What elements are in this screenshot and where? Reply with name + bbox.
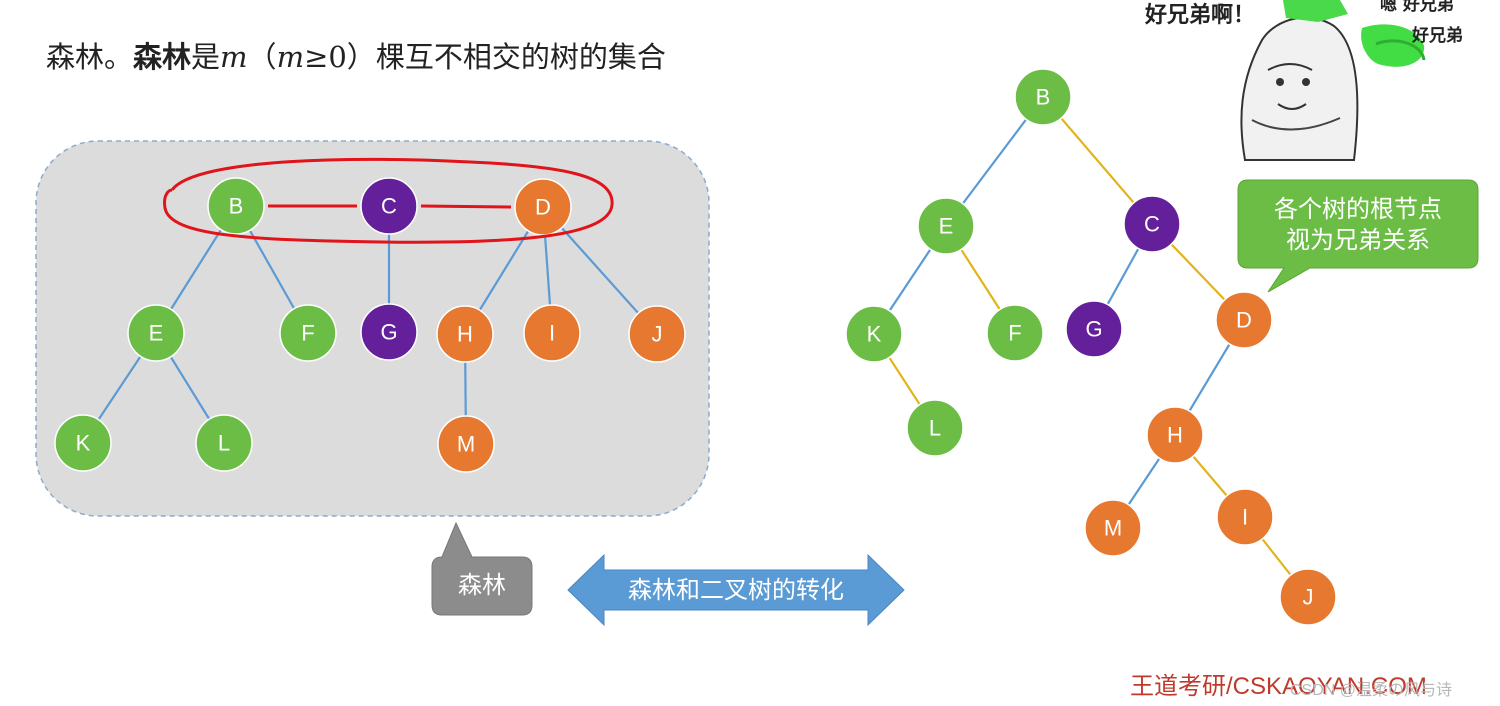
bt-node-circle: [1084, 499, 1142, 557]
forest-node-g: G: [360, 303, 418, 361]
siblings-callout-line2: 视为兄弟关系: [1286, 226, 1430, 254]
forest-node-circle: [437, 415, 495, 473]
bt-node-m: M: [1084, 499, 1142, 557]
bt-node-label: F: [1008, 321, 1021, 346]
forest-node-d: D: [514, 178, 572, 236]
forest-node-circle: [195, 414, 253, 472]
heading-term: 森林: [133, 40, 192, 74]
heading-m: m: [220, 40, 248, 74]
bt-node-c: C: [1123, 195, 1181, 253]
bt-node-label: I: [1242, 505, 1248, 530]
forest-node-label: L: [218, 431, 230, 456]
bt-node-label: C: [1144, 212, 1160, 237]
bt-node-circle: [845, 305, 903, 363]
bt-node-label: D: [1236, 308, 1252, 333]
bt-node-label: K: [867, 322, 882, 347]
bt-node-circle: [917, 197, 975, 255]
heading-prefix: 森林。: [46, 40, 134, 74]
bt-node-circle: [986, 304, 1044, 362]
bt-node-l: L: [906, 399, 964, 457]
heading-suffix: 棵互不相交的树的集合: [375, 40, 666, 74]
forest-node-h: H: [436, 305, 494, 363]
forest-root-links: [268, 204, 512, 209]
forest-node-label: M: [457, 432, 475, 457]
forest-node-e: E: [127, 304, 185, 362]
forest-node-label: H: [457, 322, 473, 347]
meme-reply1: 嗯 好兄弟: [1380, 0, 1454, 15]
forest-node-j: J: [628, 305, 686, 363]
forest-node-circle: [436, 305, 494, 363]
meme-image: 好兄弟啊！ 嗯 好兄弟 好兄弟: [1138, 0, 1500, 161]
bt-node-circle: [1146, 406, 1204, 464]
forest-node-c: C: [360, 177, 418, 235]
binary-tree-nodes: B E C K F G D L H M I J: [845, 68, 1337, 626]
bt-node-b: B: [1014, 68, 1072, 126]
forest-node-label: G: [380, 320, 397, 345]
forest-node-circle: [54, 414, 112, 472]
forest-node-i: I: [523, 304, 581, 362]
bt-node-circle: [1123, 195, 1181, 253]
siblings-callout-line1: 各个树的根节点: [1274, 195, 1442, 223]
forest-node-k: K: [54, 414, 112, 472]
heading-is: 是: [191, 40, 221, 74]
meme-reply2: 好兄弟: [1411, 25, 1463, 46]
meme-shout: 好兄弟啊！: [1144, 2, 1255, 28]
forest-node-label: J: [652, 322, 663, 347]
bt-node-label: L: [929, 416, 941, 441]
bt-node-e: E: [917, 197, 975, 255]
bt-node-j: J: [1279, 568, 1337, 626]
forest-callout: 森林: [431, 521, 533, 616]
forest-nodes: B C D E F G H I J K L M: [54, 177, 686, 473]
bt-node-label: J: [1303, 585, 1314, 610]
bt-node-circle: [1279, 568, 1337, 626]
forest-node-label: F: [301, 321, 314, 346]
bt-node-circle: [1215, 291, 1273, 349]
credit-watermark: CSDN @温柔の风与诗: [1290, 682, 1453, 699]
forest-callout-text: 森林: [458, 571, 506, 599]
bt-node-i: I: [1216, 488, 1274, 546]
forest-node-l: L: [195, 414, 253, 472]
bt-node-label: M: [1104, 516, 1122, 541]
bt-node-label: E: [939, 214, 954, 239]
forest-node-f: F: [279, 304, 337, 362]
bt-node-f: F: [986, 304, 1044, 362]
bt-node-d: D: [1215, 291, 1273, 349]
forest-node-circle: [360, 303, 418, 361]
forest-node-circle: [127, 304, 185, 362]
bt-node-circle: [1216, 488, 1274, 546]
forest-node-label: B: [229, 194, 244, 219]
heading-condition-rest: ≥0）: [304, 40, 376, 74]
bt-node-label: H: [1167, 423, 1183, 448]
bt-node-k: K: [845, 305, 903, 363]
bt-node-h: H: [1146, 406, 1204, 464]
bt-node-label: G: [1085, 317, 1102, 342]
forest-node-m: M: [437, 415, 495, 473]
bt-node-label: B: [1036, 85, 1051, 110]
forest-node-label: E: [149, 321, 164, 346]
bt-node-circle: [1014, 68, 1072, 126]
conversion-arrow: 森林和二叉树的转化: [567, 553, 905, 627]
forest-node-circle: [279, 304, 337, 362]
page-heading: 森林。森林是m（m≥0）棵互不相交的树的集合: [46, 34, 666, 76]
bt-node-g: G: [1065, 300, 1123, 358]
conversion-arrow-text: 森林和二叉树的转化: [628, 576, 844, 604]
forest-node-label: K: [76, 431, 91, 456]
forest-node-b: B: [207, 177, 265, 235]
siblings-callout: 各个树的根节点 视为兄弟关系: [1237, 179, 1479, 293]
brand-watermark: 王道考研/CSKAOYAN.COM: [1130, 673, 1427, 700]
heading-condition-open: （: [247, 40, 277, 74]
forest-node-circle: [523, 304, 581, 362]
forest-node-label: C: [381, 194, 397, 219]
forest-node-label: I: [549, 321, 555, 346]
root-sibling-link: [420, 204, 512, 209]
root-highlight-ellipse: [163, 157, 614, 244]
bt-node-circle: [1065, 300, 1123, 358]
bt-node-circle: [906, 399, 964, 457]
forest-node-circle: [207, 177, 265, 235]
forest-node-circle: [628, 305, 686, 363]
forest-node-label: D: [535, 195, 551, 220]
heading-condition-m: m: [276, 40, 305, 74]
forest-node-circle: [360, 177, 418, 235]
